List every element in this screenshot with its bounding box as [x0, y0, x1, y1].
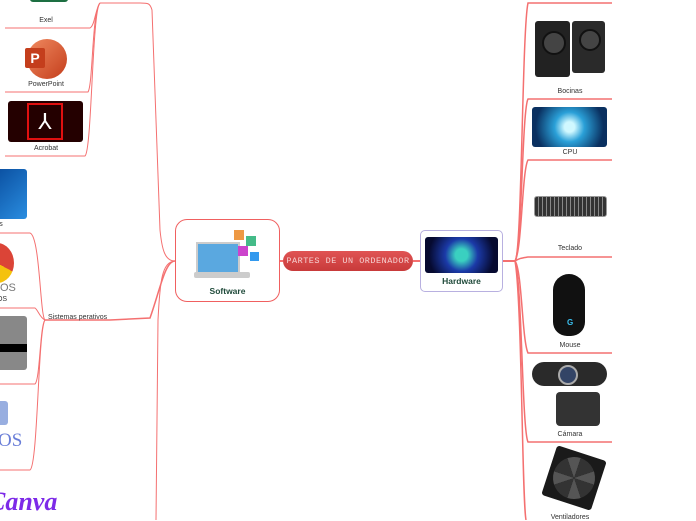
- excel-icon: [30, 0, 68, 2]
- item-label-ventiladores: Ventiladores: [550, 514, 590, 521]
- webcam-image: [532, 362, 607, 428]
- item-label-acrobat: Acrobat: [33, 145, 59, 152]
- keyboard-image: [534, 196, 607, 217]
- windows-icon: [0, 169, 27, 219]
- software-node[interactable]: Software: [175, 219, 280, 302]
- speakers-image: [535, 21, 605, 79]
- item-label-cpu: CPU: [562, 149, 578, 156]
- mac-os-wordmark: OS: [0, 430, 23, 451]
- item-label-mouse: Mouse: [559, 342, 581, 349]
- linux-icon: [0, 316, 27, 370]
- item-label-chrome-os: OS: [0, 296, 8, 303]
- acrobat-icon: ⅄: [8, 101, 83, 142]
- software-laptop-image: [194, 228, 262, 280]
- item-label-windows: s: [0, 221, 3, 228]
- item-label-teclado: Teclado: [557, 245, 583, 252]
- item-label-camara: Cámara: [557, 431, 583, 438]
- item-label-excel: Exel: [39, 17, 53, 24]
- hardware-label: Hardware: [442, 276, 481, 286]
- chrome-os-wordmark: OS: [0, 282, 16, 294]
- canva-logo: Canva: [0, 487, 58, 516]
- cpu-image: [532, 107, 607, 147]
- powerpoint-icon: P: [25, 39, 67, 79]
- group-label-sistemas-operativos[interactable]: Sistemas perativos: [48, 314, 108, 321]
- item-label-powerpoint: PowerPoint: [28, 81, 64, 88]
- mouse-image: G: [553, 274, 585, 336]
- item-label-bocinas: Bocinas: [557, 88, 583, 95]
- chrome-os-icon: [0, 243, 14, 283]
- mac-os-icon: [0, 401, 8, 425]
- hardware-chip-image: [425, 237, 498, 273]
- software-label: Software: [209, 286, 246, 296]
- hardware-node[interactable]: Hardware: [420, 230, 503, 292]
- central-topic[interactable]: PARTES DE UN ORDENADOR: [283, 251, 413, 271]
